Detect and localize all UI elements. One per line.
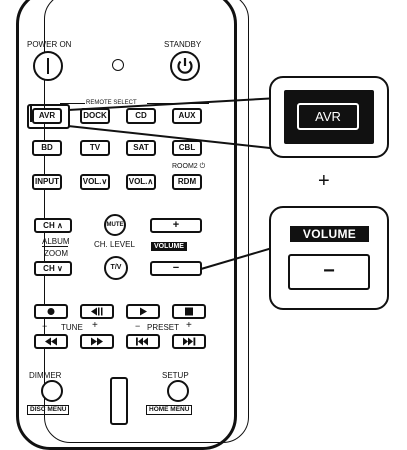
indicator-led — [112, 59, 124, 71]
rewind-button[interactable] — [34, 334, 68, 349]
setup-button[interactable] — [167, 380, 189, 402]
play-button[interactable] — [126, 304, 160, 319]
mute-button[interactable]: MUTE — [104, 214, 126, 236]
room2-label: ROOM2 ⏻ — [172, 163, 206, 170]
dimmer-button[interactable] — [41, 380, 63, 402]
combination-plus: + — [318, 170, 330, 192]
power-on-icon — [47, 58, 49, 74]
volume-label: VOLUME — [151, 242, 187, 251]
avr-callout-background: AVR — [284, 90, 374, 144]
stop-button[interactable] — [172, 304, 206, 319]
tune-label: TUNE — [61, 323, 83, 332]
vol-up-small-button[interactable]: VOL.∧ — [126, 174, 156, 190]
skip-back-icon — [136, 337, 148, 346]
dimmer-label: DIMMER — [29, 371, 62, 380]
power-on-button[interactable] — [33, 51, 63, 81]
rdm-button[interactable]: RDM — [172, 174, 202, 190]
tune-minus-label: − — [42, 321, 48, 331]
setup-label: SETUP — [162, 371, 189, 380]
tv-button[interactable]: TV — [80, 140, 110, 156]
tune-plus-label: + — [92, 320, 98, 331]
standby-power-icon — [177, 58, 193, 74]
cbl-button[interactable]: CBL — [172, 140, 202, 156]
standby-label: STANDBY — [164, 40, 202, 49]
ch-up-button[interactable]: CH ∧ — [34, 218, 72, 233]
vol-down-small-button[interactable]: VOL.∨ — [80, 174, 110, 190]
next-button[interactable] — [172, 334, 206, 349]
fast-forward-button[interactable] — [80, 334, 114, 349]
zoom-label: ZOOM — [44, 249, 68, 258]
ch-level-label: CH. LEVEL — [94, 240, 135, 249]
sat-button[interactable]: SAT — [126, 140, 156, 156]
tv-vcr-button[interactable]: T/V — [104, 256, 128, 280]
avr-highlight-frame — [27, 104, 70, 129]
rewind-icon — [45, 337, 57, 346]
home-menu-label: HOME MENU — [146, 405, 193, 415]
disc-menu-label: DISC MENU — [27, 405, 70, 415]
preset-label: PRESET — [147, 323, 180, 332]
preset-minus-label: − — [135, 321, 141, 331]
play-pause-button[interactable] — [80, 304, 114, 319]
record-icon — [47, 308, 55, 315]
avr-callout-button: AVR — [297, 103, 359, 130]
volume-minus-callout-text: − — [323, 260, 335, 282]
fast-forward-icon — [91, 337, 103, 346]
record-button[interactable] — [34, 304, 68, 319]
volume-rocker[interactable] — [110, 377, 128, 425]
aux-button[interactable]: AUX — [172, 108, 202, 124]
input-button[interactable]: INPUT — [32, 174, 62, 190]
album-label: ALBUM — [42, 237, 70, 246]
standby-button[interactable] — [170, 51, 200, 81]
skip-forward-icon — [183, 337, 196, 346]
avr-callout-text: AVR — [315, 109, 341, 124]
bd-button[interactable]: BD — [32, 140, 62, 156]
volume-plus-button[interactable]: + — [150, 218, 202, 233]
preset-plus-label: + — [186, 320, 192, 331]
power-on-label: POWER ON — [27, 40, 72, 49]
stop-icon — [185, 307, 193, 316]
remote-select-label: REMOTE SELECT — [86, 100, 137, 106]
volume-minus-callout-button: − — [288, 254, 370, 290]
play-pause-icon — [91, 307, 103, 316]
ch-down-button[interactable]: CH ∨ — [34, 261, 72, 276]
avr-button[interactable]: AVR — [32, 108, 62, 124]
previous-button[interactable] — [126, 334, 160, 349]
cd-button[interactable]: CD — [126, 108, 156, 124]
remote-select-bracket — [30, 104, 32, 122]
volume-callout-tag: VOLUME — [290, 226, 369, 242]
remote-select-divider-left — [60, 103, 85, 104]
album-underline — [42, 246, 68, 247]
callout-leader-lines — [67, 97, 280, 270]
play-icon — [140, 307, 147, 316]
